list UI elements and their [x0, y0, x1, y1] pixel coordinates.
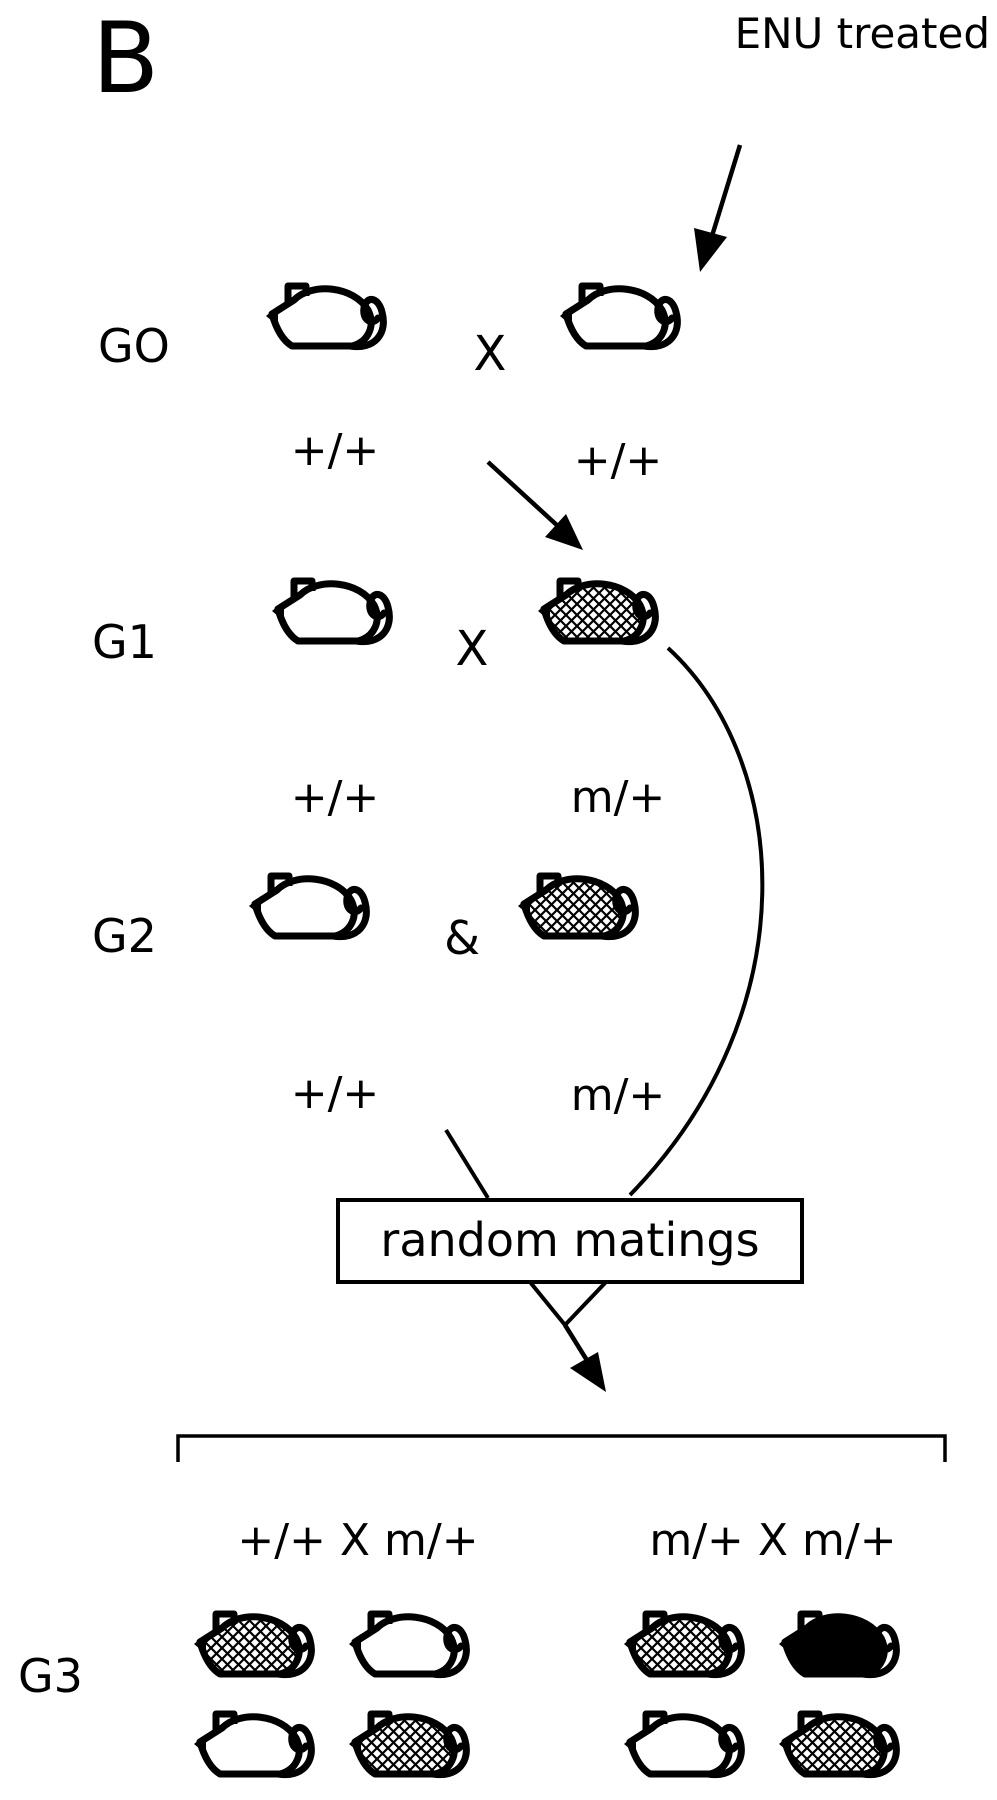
enu-treated-label: ENU treated — [735, 9, 990, 58]
genotype-g1-left: +/+ — [291, 772, 380, 823]
genotype-g2-right: m/+ — [571, 1070, 666, 1121]
sibling-operator-g2: & — [444, 911, 480, 965]
cross-operator-g0: X — [474, 326, 507, 382]
generation-label-g2: G2 — [92, 909, 157, 963]
mouse-glyphs — [194, 282, 900, 1779]
g0-to-g1-arrow — [486, 460, 583, 550]
genotype-g0-left: +/+ — [291, 425, 380, 476]
generation-label-g1: G1 — [92, 615, 157, 669]
enu-arrow — [694, 144, 743, 272]
g2-to-matings-line — [444, 1128, 490, 1200]
g1-to-matings-curve — [628, 646, 765, 1197]
panel-label: B — [92, 2, 159, 116]
genotype-g0-right: +/+ — [574, 435, 663, 486]
g3-bracket — [176, 1434, 947, 1462]
mouse-icon-wild-type — [266, 282, 387, 351]
mouse-icon-heterozygous — [538, 577, 659, 646]
mouse-icon-wild-type — [624, 1710, 745, 1779]
mouse-icon-wild-type — [560, 282, 681, 351]
matings-to-g3-arrow — [528, 1280, 608, 1392]
g3-cross-right: m/+ X m/+ — [649, 1515, 896, 1566]
random-matings-box: random matings — [336, 1198, 804, 1284]
mouse-icon-heterozygous — [779, 1710, 900, 1779]
genotype-g2-left: +/+ — [291, 1068, 380, 1119]
mouse-icon-heterozygous — [194, 1610, 315, 1679]
g3-cross-left: +/+ X m/+ — [237, 1515, 478, 1566]
mouse-icon-wild-type — [194, 1710, 315, 1779]
mouse-icon-heterozygous — [624, 1610, 745, 1679]
mouse-icon-wild-type — [249, 872, 370, 941]
mouse-icon-heterozygous — [518, 872, 639, 941]
cross-operator-g1: X — [456, 621, 489, 677]
mouse-icon-heterozygous — [349, 1710, 470, 1779]
mouse-icon-homozygous — [779, 1610, 900, 1679]
mouse-icon-wild-type — [349, 1610, 470, 1679]
mouse-icon-wild-type — [272, 577, 393, 646]
generation-label-g0: GO — [98, 319, 170, 373]
genotype-g1-right: m/+ — [571, 772, 666, 823]
random-matings-label: random matings — [380, 1213, 759, 1267]
generation-label-g3: G3 — [18, 1649, 83, 1703]
